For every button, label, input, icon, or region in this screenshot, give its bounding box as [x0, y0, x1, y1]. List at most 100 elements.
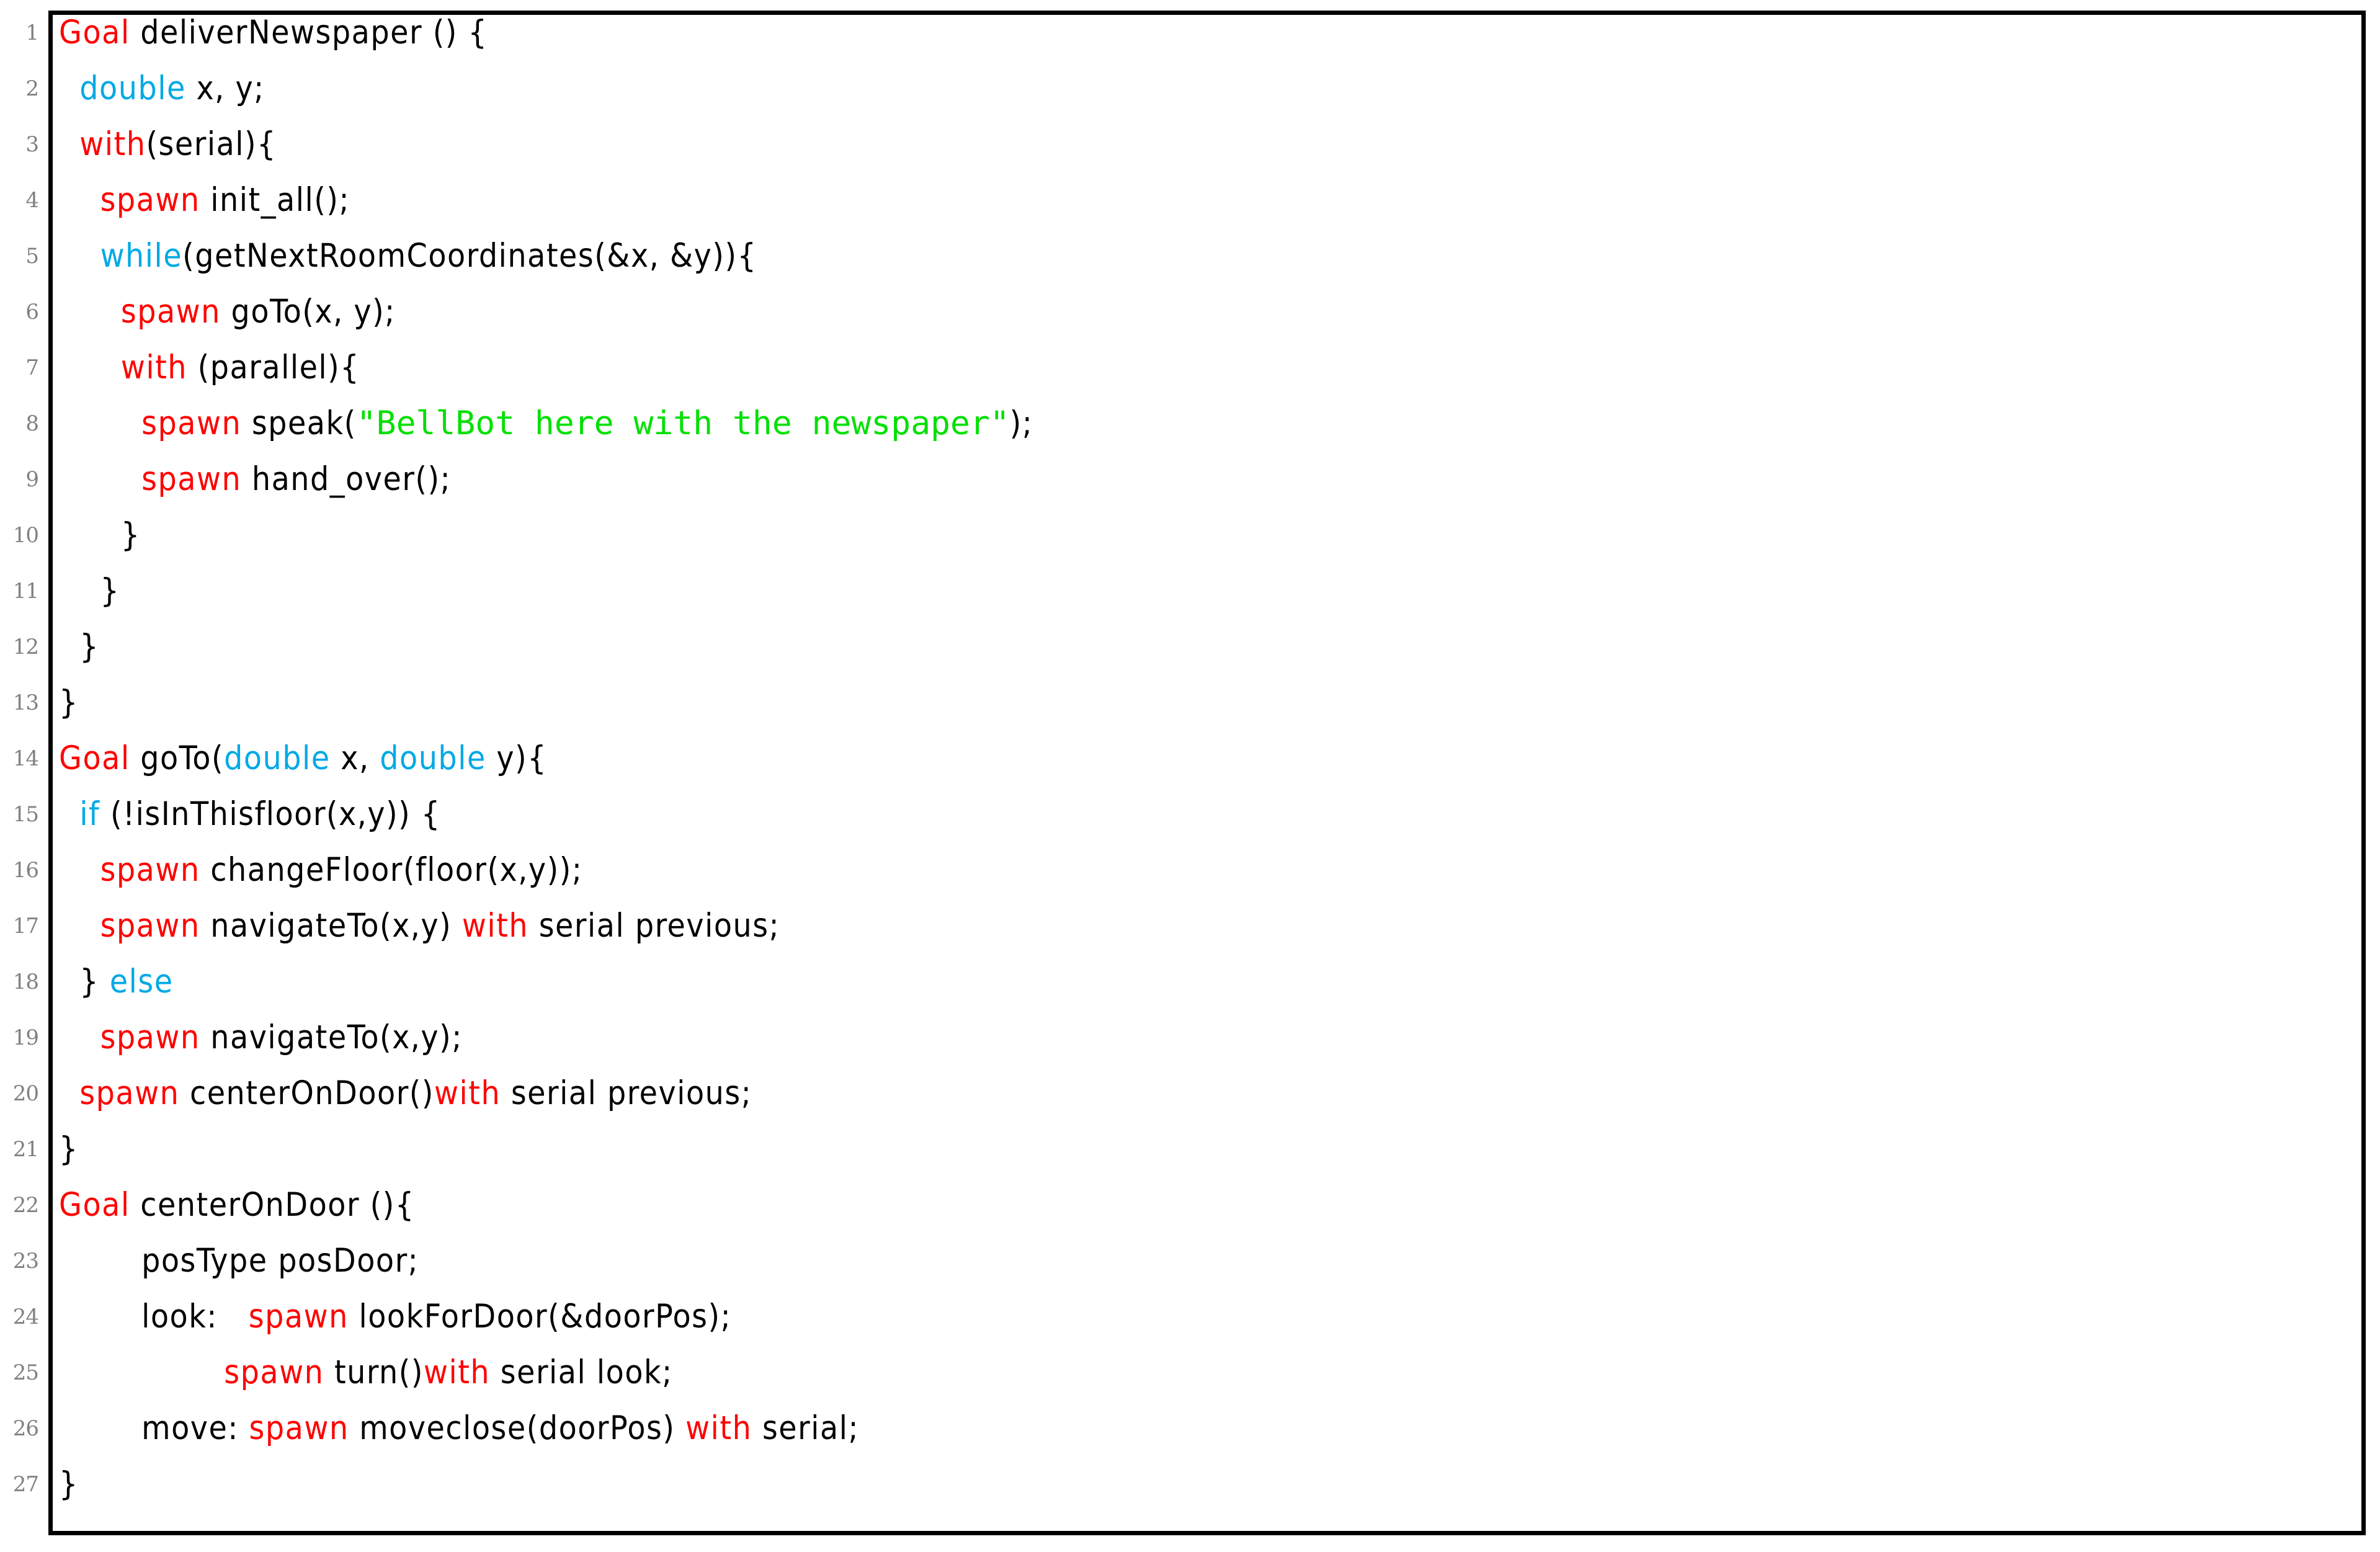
code-token-plain: posType posDoor; [59, 1242, 419, 1280]
code-line-text: if (!isInThisfloor(x,y)) { [59, 787, 441, 842]
code-line: 10 } [0, 507, 2380, 563]
code-token-plain: } [59, 684, 79, 721]
code-line: 16 spawn changeFloor(floor(x,y)); [0, 842, 2380, 898]
code-line: 7 with (parallel){ [0, 340, 2380, 396]
code-line: 1 Goal deliverNewspaper () { [0, 5, 2380, 61]
code-token-plain: (!isInThisfloor(x,y)) { [100, 795, 441, 833]
line-number: 7 [25, 355, 39, 380]
code-token-plain: y){ [486, 739, 548, 777]
line-number: 11 [12, 579, 39, 604]
code-token-plain: goTo( [130, 739, 225, 777]
code-token-kw-red: Goal [59, 739, 130, 777]
line-number: 27 [12, 1472, 39, 1497]
code-token-kw-red: spawn [100, 181, 200, 219]
line-number: 8 [25, 411, 39, 436]
code-token-plain [59, 460, 141, 498]
code-line-text: move: spawn moveclose(doorPos) with seri… [59, 1401, 859, 1456]
code-line-text: } [59, 563, 120, 619]
line-number: 26 [12, 1416, 39, 1441]
line-number: 21 [12, 1137, 39, 1162]
code-line-text: } else [59, 954, 174, 1010]
code-token-plain [59, 907, 100, 945]
code-token-plain: } [59, 572, 120, 610]
code-token-kw-red: spawn [100, 907, 200, 945]
code-line: 19 spawn navigateTo(x,y); [0, 1010, 2380, 1066]
code-line: 27} [0, 1456, 2380, 1512]
code-token-kw-red: spawn [79, 1074, 180, 1112]
code-token-kw-red: spawn [120, 293, 221, 331]
code-line-text: while(getNextRoomCoordinates(&x, &y)){ [59, 228, 757, 284]
code-token-plain [59, 237, 100, 275]
code-token-plain: } [59, 963, 110, 1001]
code-token-plain: centerOnDoor() [179, 1074, 435, 1112]
line-number: 5 [25, 244, 39, 269]
code-token-plain: init_all(); [200, 181, 350, 219]
code-line-text: with(serial){ [59, 117, 277, 172]
code-token-plain [59, 1019, 100, 1056]
code-line: 2 double x, y; [0, 61, 2380, 117]
code-token-plain: hand_over(); [241, 460, 452, 498]
code-token-plain: } [59, 516, 141, 554]
code-token-plain [59, 1354, 224, 1391]
code-token-kw-red: spawn [100, 851, 200, 889]
code-line-text: Goal goTo(double x, double y){ [59, 731, 547, 787]
line-number: 1 [25, 20, 39, 45]
code-token-kw-red: spawn [141, 460, 242, 498]
line-number: 18 [12, 970, 39, 994]
code-token-plain: (serial){ [146, 125, 277, 163]
code-line-text: Goal centerOnDoor (){ [59, 1177, 415, 1233]
line-number: 4 [25, 188, 39, 213]
code-line: 15 if (!isInThisfloor(x,y)) { [0, 787, 2380, 842]
line-number: 6 [25, 300, 39, 324]
code-line: 9 spawn hand_over(); [0, 452, 2380, 507]
code-line: 11 } [0, 563, 2380, 619]
code-line: 6 spawn goTo(x, y); [0, 284, 2380, 340]
code-token-plain: look: [59, 1298, 249, 1336]
code-token-plain [59, 69, 79, 107]
code-line: 3 with(serial){ [0, 117, 2380, 172]
line-number: 3 [25, 132, 39, 157]
code-line-text: spawn goTo(x, y); [59, 284, 396, 340]
line-number: 9 [25, 467, 39, 492]
code-token-plain: x, y; [185, 69, 265, 107]
code-token-kw-red: Goal [59, 14, 130, 51]
code-token-plain: goTo(x, y); [220, 293, 396, 331]
line-number: 25 [12, 1360, 39, 1385]
code-token-plain [59, 795, 79, 833]
code-line-text: spawn speak("BellBot here with the newsp… [59, 396, 1033, 452]
code-token-plain: (parallel){ [187, 349, 360, 386]
code-token-plain: lookForDoor(&doorPos); [348, 1298, 732, 1336]
code-token-plain: deliverNewspaper () { [130, 14, 488, 51]
code-line-text: spawn centerOnDoor()with serial previous… [59, 1066, 752, 1122]
code-line: 12 } [0, 619, 2380, 675]
code-token-plain [59, 293, 121, 331]
code-token-string: "BellBot here with the newspaper" [356, 404, 1010, 442]
code-line: 4 spawn init_all(); [0, 172, 2380, 228]
code-token-kw-blue: else [109, 963, 174, 1001]
code-line: 21} [0, 1122, 2380, 1177]
code-token-plain: navigateTo(x,y) [200, 907, 462, 945]
line-number: 17 [12, 914, 39, 939]
code-token-plain: moveclose(doorPos) [349, 1409, 686, 1447]
code-token-plain: serial previous; [528, 907, 780, 945]
code-token-plain: turn() [324, 1354, 424, 1391]
code-token-plain: } [59, 628, 100, 666]
code-token-plain [59, 349, 121, 386]
code-token-kw-red: spawn [249, 1409, 349, 1447]
code-line: 20 spawn centerOnDoor()with serial previ… [0, 1066, 2380, 1122]
code-token-plain: } [59, 1465, 79, 1503]
code-token-kw-red: with [423, 1354, 491, 1391]
code-line-text: spawn navigateTo(x,y); [59, 1010, 463, 1066]
code-line: 26 move: spawn moveclose(doorPos) with s… [0, 1401, 2380, 1456]
code-line-text: spawn changeFloor(floor(x,y)); [59, 842, 582, 898]
code-token-plain: ); [1009, 404, 1033, 442]
code-token-plain: serial look; [490, 1354, 673, 1391]
code-token-kw-red: spawn [100, 1019, 200, 1056]
line-number: 24 [12, 1304, 39, 1329]
code-token-plain: navigateTo(x,y); [200, 1019, 463, 1056]
code-token-plain: serial; [752, 1409, 860, 1447]
line-number: 16 [12, 858, 39, 883]
code-token-plain: speak( [241, 404, 357, 442]
